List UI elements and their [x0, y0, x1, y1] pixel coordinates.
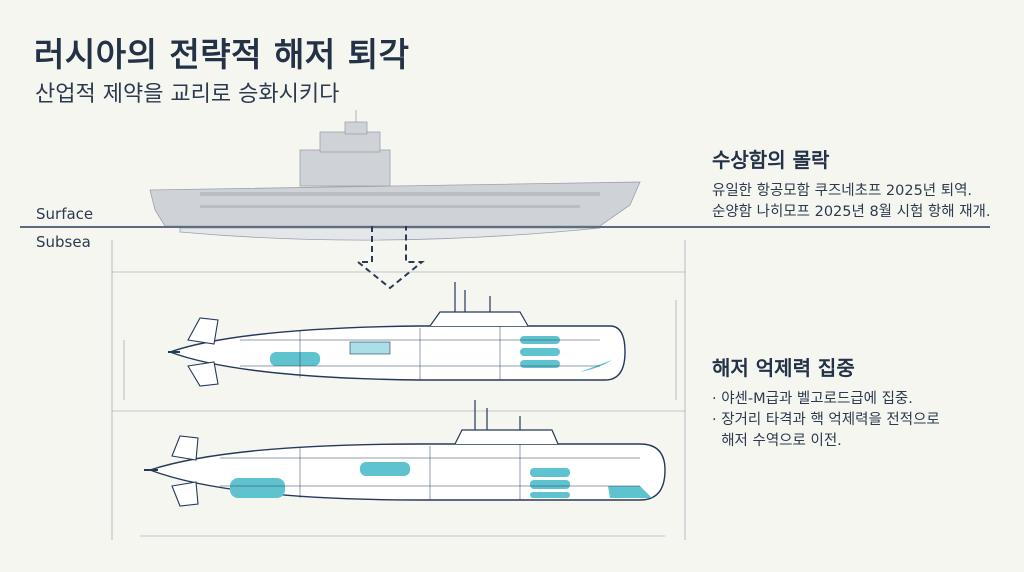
submarine-belgorod-icon: [144, 400, 666, 507]
deterrence-panel: 해저 억제력 집중 · 야센-M급과 벨고로드급에 집중. · 장거리 타격과 …: [712, 352, 940, 452]
deterrence-panel-line: · 장거리 타격과 핵 억제력을 전적으로: [712, 412, 940, 428]
subsea-label: Subsea: [36, 233, 91, 251]
submarine-yasen-icon: [167, 282, 626, 387]
surface-panel-heading: 수상함의 몰락: [712, 148, 830, 172]
deterrence-panel-line: · 야센-M급과 벨고로드급에 집중.: [712, 391, 913, 407]
descent-arrow-icon: [355, 226, 425, 290]
surface-panel-line: 유일한 항공모함 쿠즈네초프 2025년 퇴역.: [712, 183, 973, 199]
page-subtitle: 산업적 제약을 교리로 승화시키다: [35, 82, 340, 107]
deterrence-panel-heading: 해저 억제력 집중: [712, 356, 855, 380]
surface-label: Surface: [36, 205, 94, 223]
deterrence-panel-line: 해저 수역으로 이전.: [712, 433, 842, 449]
aircraft-carrier-icon: [149, 110, 641, 241]
surface-panel-line: 순양함 나히모프 2025년 8월 시험 항해 재개.: [712, 204, 991, 220]
page-title: 러시아의 전략적 해저 퇴각: [34, 35, 410, 74]
surface-panel: 수상함의 몰락 유일한 항공모함 쿠즈네초프 2025년 퇴역. 순양함 나히모…: [712, 144, 991, 223]
dimension-lines: [111, 240, 686, 540]
